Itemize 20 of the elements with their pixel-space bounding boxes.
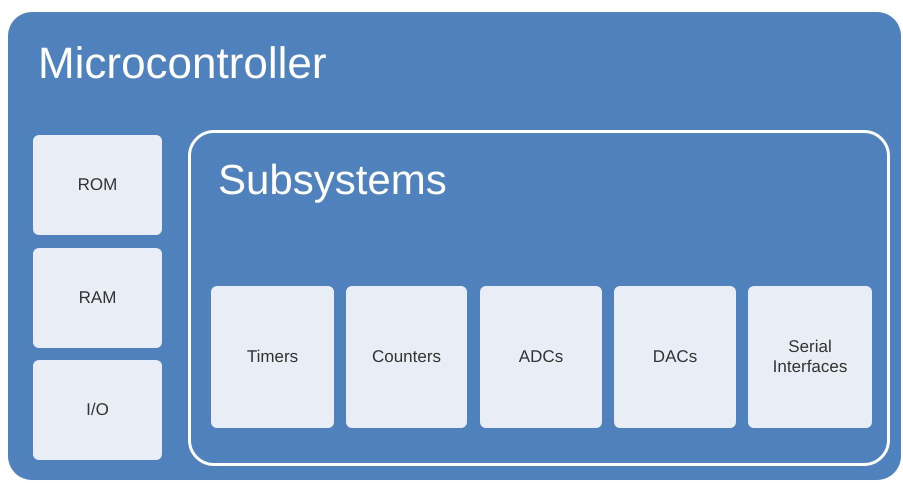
component-box <box>748 286 872 428</box>
component-label: DACs <box>652 346 698 368</box>
component-label: Serial Interfaces <box>772 336 848 378</box>
component-box <box>211 286 334 428</box>
component-label: ROM <box>76 174 118 196</box>
component-label: ADCs <box>518 346 564 368</box>
component-box <box>33 248 162 348</box>
panel-title: Subsystems <box>218 157 447 204</box>
component-box <box>33 360 162 460</box>
component-box <box>33 135 162 235</box>
subsystems-panel <box>188 130 890 466</box>
component-box <box>480 286 602 428</box>
component-box <box>346 286 467 428</box>
component-box <box>614 286 736 428</box>
component-label: Timers <box>246 346 300 368</box>
component-label: Counters <box>371 346 442 368</box>
panel-title: Microcontroller <box>38 40 327 88</box>
microcontroller-panel <box>8 12 901 480</box>
component-label: RAM <box>78 288 118 308</box>
component-label: I/O <box>85 400 110 420</box>
